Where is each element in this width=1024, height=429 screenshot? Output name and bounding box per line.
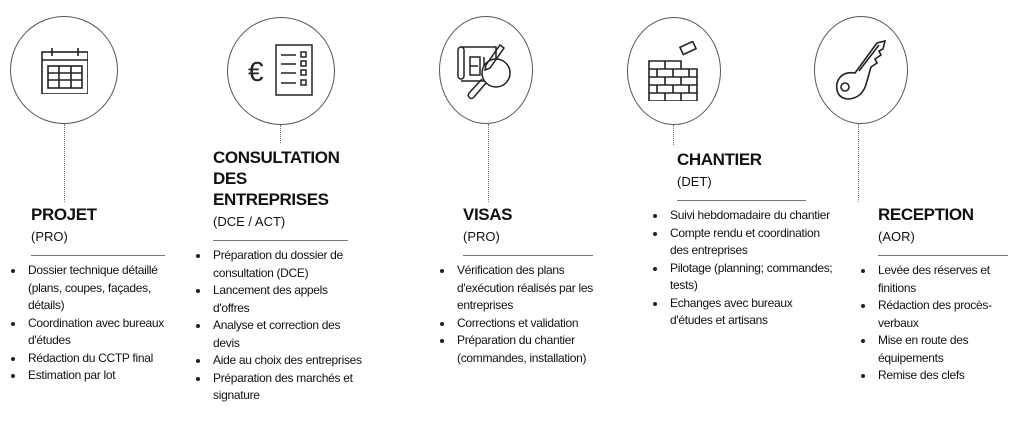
plan-magnifier-icon <box>457 43 511 100</box>
euro-document-icon: € <box>248 44 313 96</box>
connector-projet <box>64 124 65 202</box>
list-item: Aide au choix des entreprises <box>196 352 363 370</box>
step-title: PROJET <box>31 204 181 225</box>
step-title: CONSULTATION DES ENTREPRISES <box>213 147 373 210</box>
list-item: Corrections et validation <box>440 315 617 333</box>
step-code: (AOR) <box>878 229 915 244</box>
step-code: (PRO) <box>463 229 500 244</box>
step-visas: VISAS (PRO) Vérification des plans d'exé… <box>440 204 623 367</box>
list-item: Préparation du dossier de consultation (… <box>196 247 363 282</box>
list-item: Suivi hebdomadaire du chantier <box>653 207 835 225</box>
step-icon-circle-projet <box>10 16 118 124</box>
divider <box>463 255 593 256</box>
step-code: (DCE / ACT) <box>213 214 286 229</box>
step-chantier: CHANTIER (DET) Suivi hebdomadaire du cha… <box>653 149 842 330</box>
list-item: Vérification des plans d'exécution réali… <box>440 262 617 315</box>
step-title-line: ENTREPRISES <box>213 190 329 209</box>
divider <box>31 255 165 256</box>
task-list: Suivi hebdomadaire du chantier Compte re… <box>653 207 835 330</box>
step-icon-circle-reception <box>814 16 908 124</box>
task-list: Dossier technique détaillé (plans, coupe… <box>11 262 178 385</box>
step-projet: PROJET (PRO) Dossier technique détaillé … <box>11 204 181 385</box>
connector-reception <box>858 124 859 202</box>
step-reception: RECEPTION (AOR) Levée des réserves et fi… <box>861 204 1018 385</box>
list-item: Mise en route des équipements <box>861 332 1018 367</box>
connector-consultation <box>280 125 281 143</box>
list-item: Remise des clefs <box>861 367 1018 385</box>
euro-symbol: € <box>248 56 264 87</box>
step-icon-circle-chantier <box>627 17 721 125</box>
step-title: RECEPTION <box>878 204 1018 225</box>
list-item: Coordination avec bureaux d'études <box>11 315 178 350</box>
list-item: Lancement des appels d'offres <box>196 282 363 317</box>
step-title: VISAS <box>463 204 623 225</box>
list-item: Rédaction du CCTP final <box>11 350 178 368</box>
step-title-line: RECEPTION <box>878 205 974 224</box>
step-code: (PRO) <box>31 229 68 244</box>
connector-chantier <box>673 125 674 145</box>
task-list: Vérification des plans d'exécution réali… <box>440 262 617 367</box>
list-item: Dossier technique détaillé (plans, coupe… <box>11 262 178 315</box>
list-item: Préparation des marchés et signature <box>196 370 363 405</box>
list-item: Pilotage (planning; commandes; tests) <box>653 260 835 295</box>
connector-visas <box>488 124 489 202</box>
divider <box>677 200 806 201</box>
step-title: CHANTIER <box>677 149 842 170</box>
divider <box>878 255 1008 256</box>
task-list: Levée des réserves et finitions Rédactio… <box>861 262 1018 385</box>
list-item: Analyse et correction des devis <box>196 317 363 352</box>
step-icon-circle-consultation: € <box>227 17 335 125</box>
list-item: Préparation du chantier (commandes, inst… <box>440 332 617 367</box>
list-item: Rédaction des procès-verbaux <box>861 297 1018 332</box>
task-list: Préparation du dossier de consultation (… <box>196 247 363 405</box>
list-item: Estimation par lot <box>11 367 178 385</box>
list-item: Echanges avec bureaux d'études et artisa… <box>653 295 835 330</box>
key-icon <box>835 39 887 100</box>
step-consultation: CONSULTATION DES ENTREPRISES (DCE / ACT)… <box>196 147 373 405</box>
step-title-line: CONSULTATION DES <box>213 148 340 188</box>
step-icon-circle-visas <box>439 16 533 124</box>
step-title-line: CHANTIER <box>677 150 762 169</box>
divider <box>213 240 348 241</box>
calendar-icon <box>41 48 88 94</box>
step-title-line: PROJET <box>31 205 97 224</box>
brick-wall-icon <box>648 41 698 101</box>
step-title-line: VISAS <box>463 205 513 224</box>
step-code: (DET) <box>677 174 712 189</box>
list-item: Levée des réserves et finitions <box>861 262 1018 297</box>
list-item: Compte rendu et coordination des entrepr… <box>653 225 835 260</box>
